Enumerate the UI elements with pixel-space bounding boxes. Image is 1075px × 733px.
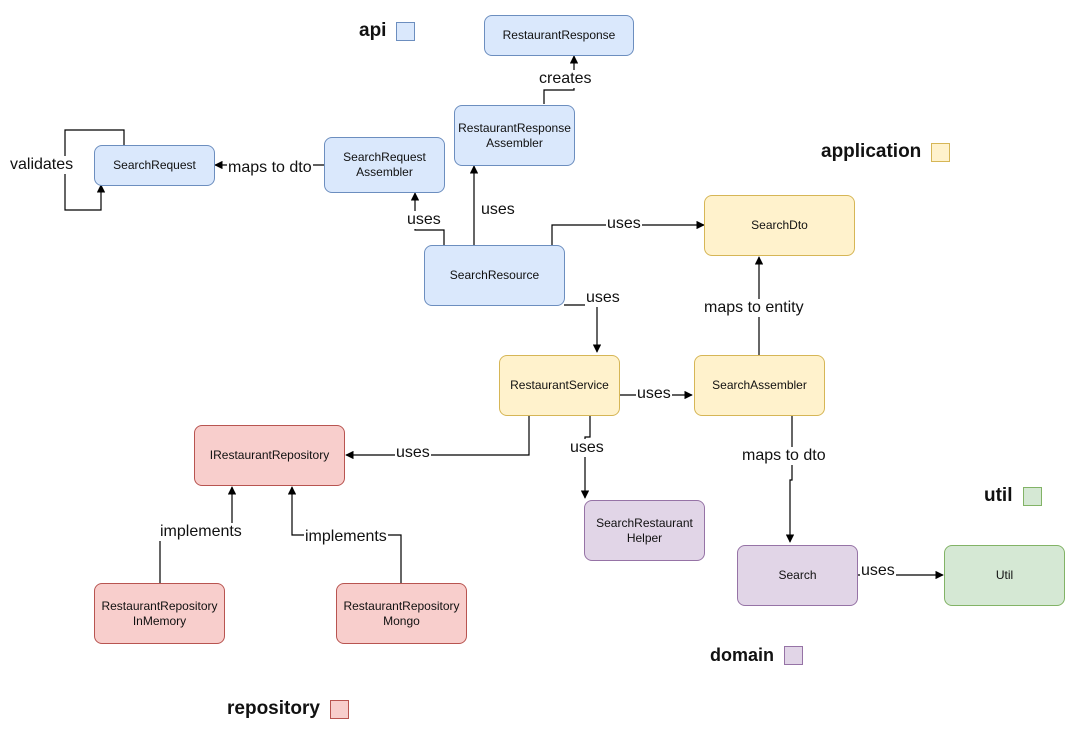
- legend-repository-label: repository: [227, 698, 320, 719]
- legend-application-label: application: [821, 141, 922, 162]
- restaurant-service-node[interactable]: RestaurantService: [499, 355, 620, 416]
- edge-label-uses-search-assembler: uses: [636, 385, 672, 403]
- search-assembler-node[interactable]: SearchAssembler: [694, 355, 825, 416]
- edge-label-creates: creates: [538, 70, 593, 88]
- legend-util-swatch: [1022, 486, 1042, 506]
- edge-label-uses-util: uses: [860, 562, 896, 580]
- legend-api: api: [359, 20, 416, 42]
- edge-label-validates: validates: [9, 156, 75, 174]
- edge-uses-repository: [345, 415, 530, 460]
- edge-label-uses-search-dto: uses: [606, 215, 642, 233]
- edge-maps-to-dto-search: [785, 415, 795, 543]
- legend-domain-label: domain: [710, 645, 775, 665]
- edge-label-maps-to-entity: maps to entity: [703, 299, 805, 317]
- edge-label-uses-request-assembler: uses: [406, 211, 442, 229]
- search-request-assembler-node[interactable]: SearchRequest Assembler: [324, 137, 445, 193]
- search-node[interactable]: Search: [737, 545, 858, 606]
- legend-repository: repository: [227, 698, 349, 720]
- legend-domain-swatch: [784, 646, 804, 665]
- i-restaurant-repository-node[interactable]: IRestaurantRepository: [194, 425, 345, 486]
- edge-uses-search-dto: [551, 220, 705, 245]
- edge-label-uses-helper: uses: [569, 439, 605, 457]
- legend-application: application: [821, 141, 951, 163]
- search-restaurant-helper-node[interactable]: SearchRestaurant Helper: [584, 500, 705, 561]
- restaurant-repository-mongo-node[interactable]: RestaurantRepository Mongo: [336, 583, 467, 644]
- edge-label-uses-response-assembler: uses: [480, 201, 516, 219]
- legend-util: util: [984, 485, 1042, 507]
- edge-label-maps-to-dto-search: maps to dto: [741, 447, 827, 465]
- edge-uses-helper: [580, 415, 591, 499]
- restaurant-response-node[interactable]: RestaurantResponse: [484, 15, 634, 56]
- util-node[interactable]: Util: [944, 545, 1065, 606]
- legend-util-label: util: [984, 485, 1013, 506]
- edge-label-uses-restaurant-service: uses: [585, 289, 621, 307]
- edge-label-implements-mongo: implements: [304, 528, 388, 546]
- legend-api-label: api: [359, 20, 387, 41]
- edge-label-maps-to-dto-request: maps to dto: [227, 159, 313, 177]
- edge-label-uses-repository: uses: [395, 444, 431, 462]
- restaurant-response-assembler-node[interactable]: RestaurantResponse Assembler: [454, 105, 575, 166]
- edge-uses-restaurant-service: [564, 304, 602, 353]
- search-request-node[interactable]: SearchRequest: [94, 145, 215, 186]
- legend-application-swatch: [931, 142, 951, 162]
- restaurant-repository-in-memory-node[interactable]: RestaurantRepository InMemory: [94, 583, 225, 644]
- legend-domain: domain: [710, 645, 804, 666]
- legend-repository-swatch: [329, 699, 349, 719]
- search-resource-node[interactable]: SearchResource: [424, 245, 565, 306]
- legend-api-swatch: [396, 21, 416, 41]
- search-dto-node[interactable]: SearchDto: [704, 195, 855, 256]
- edge-label-implements-in-memory: implements: [159, 523, 243, 541]
